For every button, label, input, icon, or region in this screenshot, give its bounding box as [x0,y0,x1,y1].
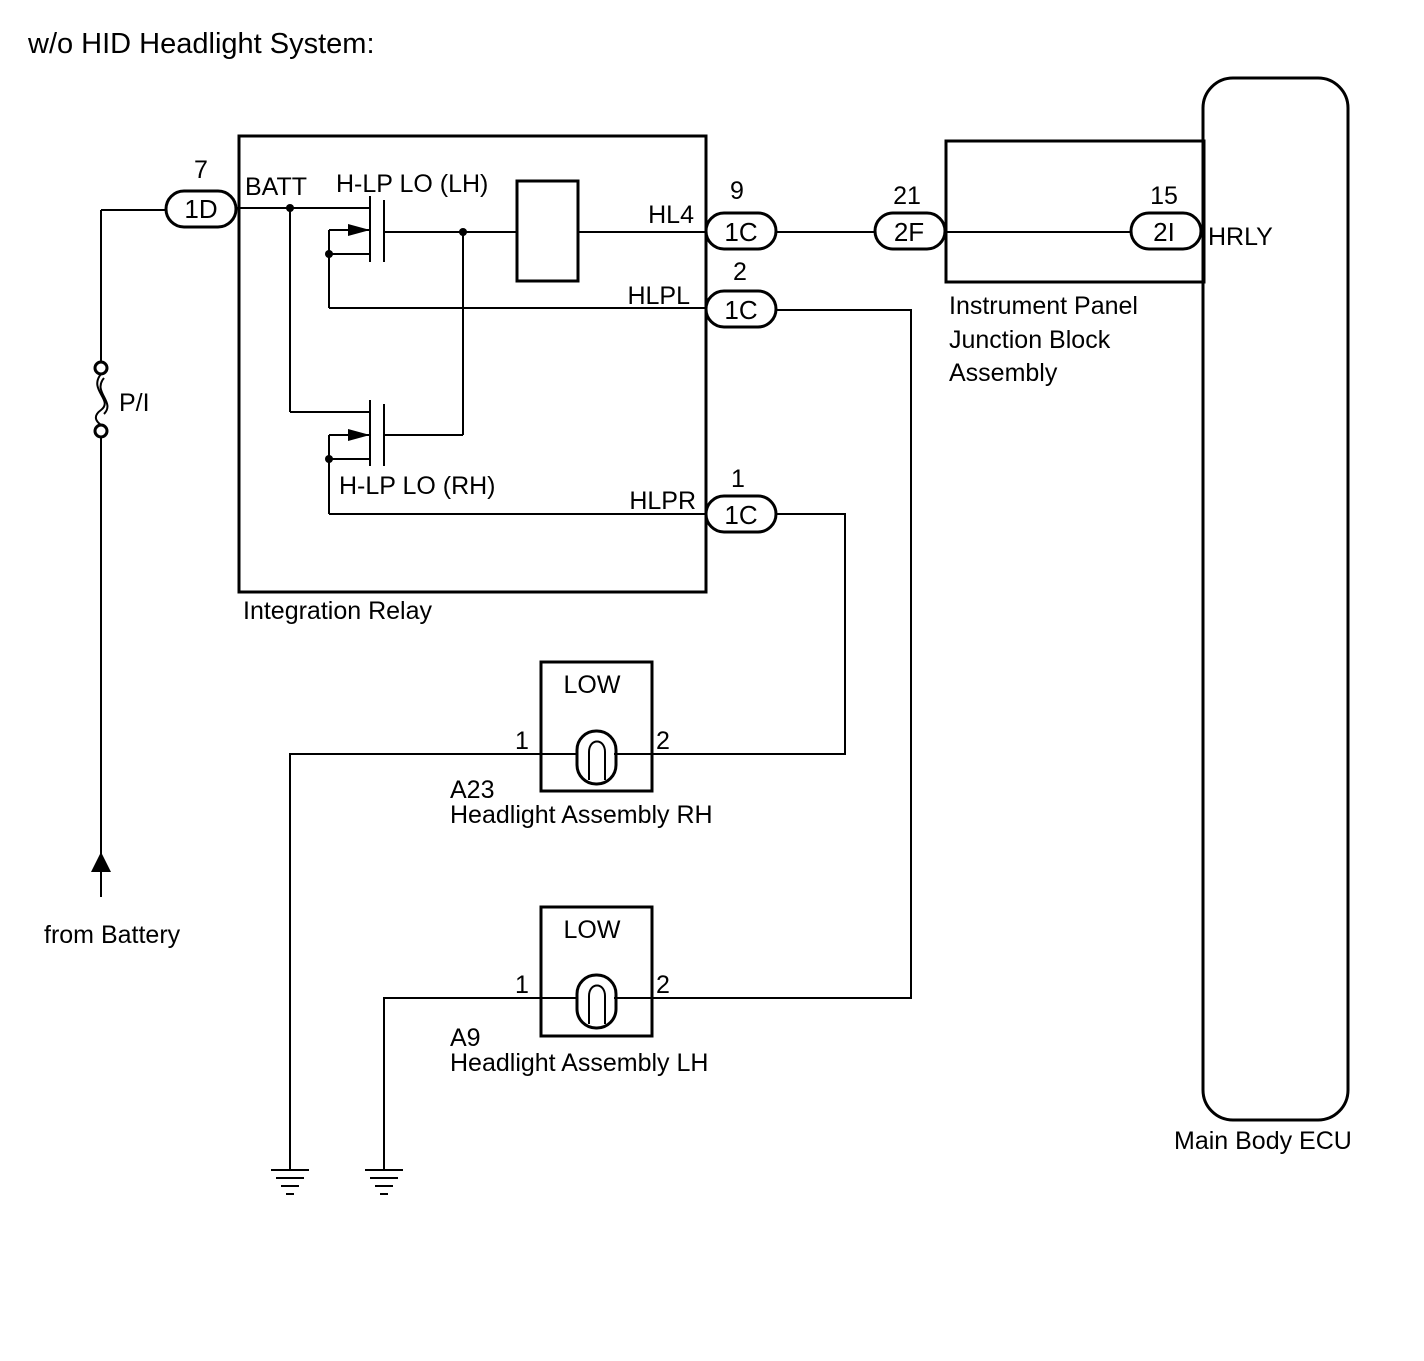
battery-source-label: from Battery [44,921,181,949]
connector-2f-body [873,211,947,251]
integration-relay: BATT H-LP LO (LH) H-LP LO (RH) HL4 HLPL … [237,134,708,625]
pin-hl4-label: HL4 [648,201,694,229]
connector-1c-hl4-pin: 9 [730,177,744,205]
fuse-terminal-top [93,360,109,376]
headlight-rh-bulb-icon [575,729,618,786]
junction-dot-batt [286,204,294,212]
connector-2f-code: 2F [894,217,924,247]
pin-hrly-label: HRLY [1208,223,1273,251]
junction-dot-rh [325,455,333,463]
junction-dot-lh [325,250,333,258]
connector-1c-hlpr: 1C 1 [704,465,778,534]
wire-rh-headlight-ground [289,753,541,1170]
junction-block-name-line1: Instrument Panel [949,292,1138,320]
headlight-lh: LOW 1 2 A9 Headlight Assembly LH [450,905,708,1077]
connector-2i-code: 2I [1153,217,1175,247]
wire-hlpl-to-lh-headlight [653,309,912,999]
diagram-title: w/o HID Headlight System: [27,28,375,60]
headlight-rh-code: A23 [450,776,494,804]
integration-relay-name: Integration Relay [243,597,433,625]
connector-2i-body [1129,211,1203,251]
main-body-ecu-box [1201,76,1350,1122]
relay-rh-label: H-LP LO (RH) [339,472,496,500]
connector-1d-code: 1D [184,194,217,224]
relay-coil [515,179,580,283]
connector-2f: 2F 21 [873,182,947,251]
connector-1c-hlpl-pin: 2 [733,258,747,286]
connector-2f-pin: 21 [893,182,921,210]
integration-relay-box [237,134,708,594]
fuse-pi: P/I [93,360,150,439]
headlight-rh-filament-icon [588,740,606,780]
relay-lh-arrow-icon [348,224,370,236]
connector-1c-hlpr-pin: 1 [731,465,745,493]
battery-source: from Battery [44,852,181,949]
connector-1c-hlpr-code: 1C [724,500,757,530]
headlight-rh-pin2: 2 [656,727,670,755]
fuse-label: P/I [119,389,150,417]
connector-1c-hl4-code: 1C [724,217,757,247]
fuse-terminal-bottom [93,423,109,439]
connector-1c-hlpl-code: 1C [724,295,757,325]
headlight-lh-pin2: 2 [656,971,670,999]
fuse-icon-outline [99,377,109,415]
connector-1d: 1D 7 [164,156,238,229]
pin-hlpl-label: HLPL [627,282,690,310]
pin-hlpr-label: HLPR [629,487,696,515]
ground-lh [365,1169,403,1195]
wire-lh-headlight-ground [383,997,541,1170]
connector-1d-pin: 7 [194,156,208,184]
junction-block-name-line3: Assembly [949,359,1058,387]
headlight-rh-name: Headlight Assembly RH [450,801,713,829]
main-body-ecu-name: Main Body ECU [1174,1127,1352,1155]
wire-hlpr-to-rh-headlight [653,513,846,755]
connector-1c-hl4-body [704,211,778,251]
headlight-rh-low-label: LOW [564,671,621,699]
headlight-lh-filament-icon [588,984,606,1024]
battery-arrow-icon [91,852,111,872]
relay-rh-arrow-icon [348,429,370,441]
connector-1c-hlpl-body [704,289,778,329]
headlight-lh-low-label: LOW [564,916,621,944]
headlight-lh-bulb-icon [575,973,618,1030]
headlight-lh-box [539,905,654,1038]
pin-batt-label: BATT [245,173,307,201]
headlight-rh-box [539,660,654,793]
headlight-rh: LOW 1 2 A23 Headlight Assembly RH [450,660,713,829]
connector-1c-hl4: 1C 9 [704,177,778,251]
junction-dot-gate [459,228,467,236]
fuse-icon [94,373,106,426]
headlight-lh-code: A9 [450,1024,481,1052]
junction-block-name-line2: Junction Block [949,326,1111,354]
headlight-lh-pin1: 1 [515,971,529,999]
ground-rh [271,1169,309,1195]
connector-1c-hlpr-body [704,494,778,534]
main-body-ecu: HRLY Main Body ECU [1174,76,1352,1155]
connector-2i: 2I 15 [1129,182,1203,251]
wires [100,196,1133,1170]
connector-1d-body [164,189,238,229]
connector-1c-hlpl: 1C 2 [704,258,778,329]
headlight-rh-pin1: 1 [515,727,529,755]
junction-block: Instrument Panel Junction Block Assembly [944,139,1206,387]
headlight-lh-name: Headlight Assembly LH [450,1049,708,1077]
relay-lh-label: H-LP LO (LH) [336,170,488,198]
connector-2i-pin: 15 [1150,182,1178,210]
